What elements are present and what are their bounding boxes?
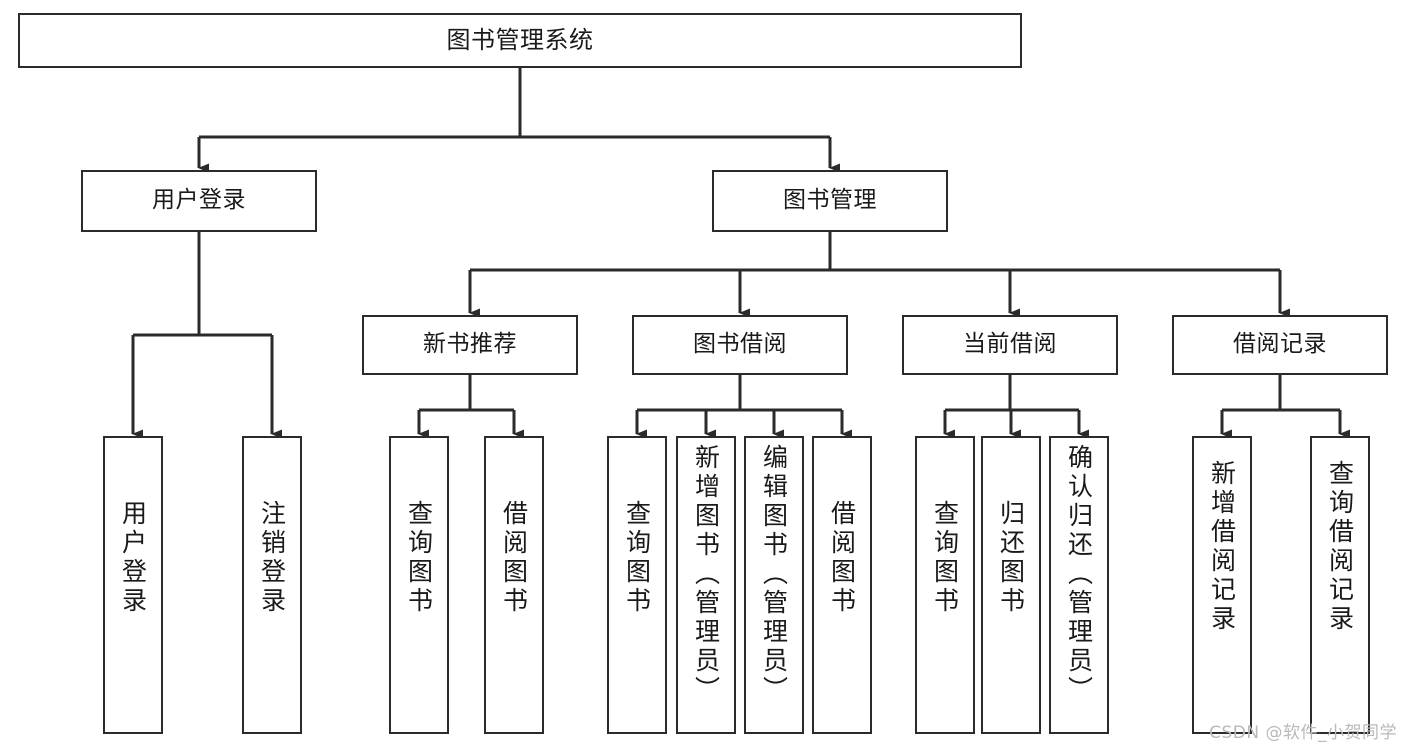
node-label: 借阅图书	[827, 500, 857, 616]
node-label: 查询图书	[930, 500, 960, 616]
node-label: 查询图书	[404, 500, 434, 616]
node-label: 新增借阅记录	[1207, 460, 1237, 634]
node-book-management-system[interactable]: 图书管理系统	[18, 13, 1022, 68]
node-label: 当前借阅	[963, 331, 1057, 358]
node-leaf-borrow-book-recommend[interactable]: 借阅图书	[484, 436, 544, 734]
node-leaf-add-book-admin[interactable]: 新增图书（管理员）	[676, 436, 736, 734]
node-current-borrow[interactable]: 当前借阅	[902, 315, 1118, 375]
node-leaf-user-login[interactable]: 用户登录	[103, 436, 163, 734]
node-leaf-confirm-return-admin[interactable]: 确认归还（管理员）	[1049, 436, 1109, 734]
node-label: 图书管理	[783, 187, 877, 214]
node-label: 新增图书（管理员）	[691, 444, 721, 705]
node-leaf-query-book-current[interactable]: 查询图书	[915, 436, 975, 734]
node-leaf-borrow-book[interactable]: 借阅图书	[812, 436, 872, 734]
node-label: 新书推荐	[423, 331, 517, 358]
node-label: 归还图书	[996, 500, 1026, 616]
node-label: 图书管理系统	[446, 26, 594, 55]
node-label: 查询图书	[622, 500, 652, 616]
node-label: 借阅图书	[499, 500, 529, 616]
node-leaf-return-book[interactable]: 归还图书	[981, 436, 1041, 734]
node-leaf-query-book-borrow[interactable]: 查询图书	[607, 436, 667, 734]
node-label: 注销登录	[257, 500, 287, 616]
node-label: 用户登录	[152, 187, 246, 214]
node-leaf-query-borrow-record[interactable]: 查询借阅记录	[1310, 436, 1370, 734]
node-label: 图书借阅	[693, 331, 787, 358]
node-leaf-edit-book-admin[interactable]: 编辑图书（管理员）	[744, 436, 804, 734]
node-label: 查询借阅记录	[1325, 460, 1355, 634]
node-leaf-query-book-recommend[interactable]: 查询图书	[389, 436, 449, 734]
node-label: 编辑图书（管理员）	[759, 444, 789, 705]
node-book-borrow[interactable]: 图书借阅	[632, 315, 848, 375]
csdn-watermark: CSDN @软件_小贺同学	[1209, 723, 1397, 743]
node-borrow-record[interactable]: 借阅记录	[1172, 315, 1388, 375]
node-label: 借阅记录	[1233, 331, 1327, 358]
node-book-management[interactable]: 图书管理	[712, 170, 948, 232]
node-new-book-recommend[interactable]: 新书推荐	[362, 315, 578, 375]
node-leaf-logout-login[interactable]: 注销登录	[242, 436, 302, 734]
node-label: 确认归还（管理员）	[1064, 444, 1094, 705]
node-user-login[interactable]: 用户登录	[81, 170, 317, 232]
node-label: 用户登录	[118, 500, 148, 616]
node-leaf-add-borrow-record[interactable]: 新增借阅记录	[1192, 436, 1252, 734]
